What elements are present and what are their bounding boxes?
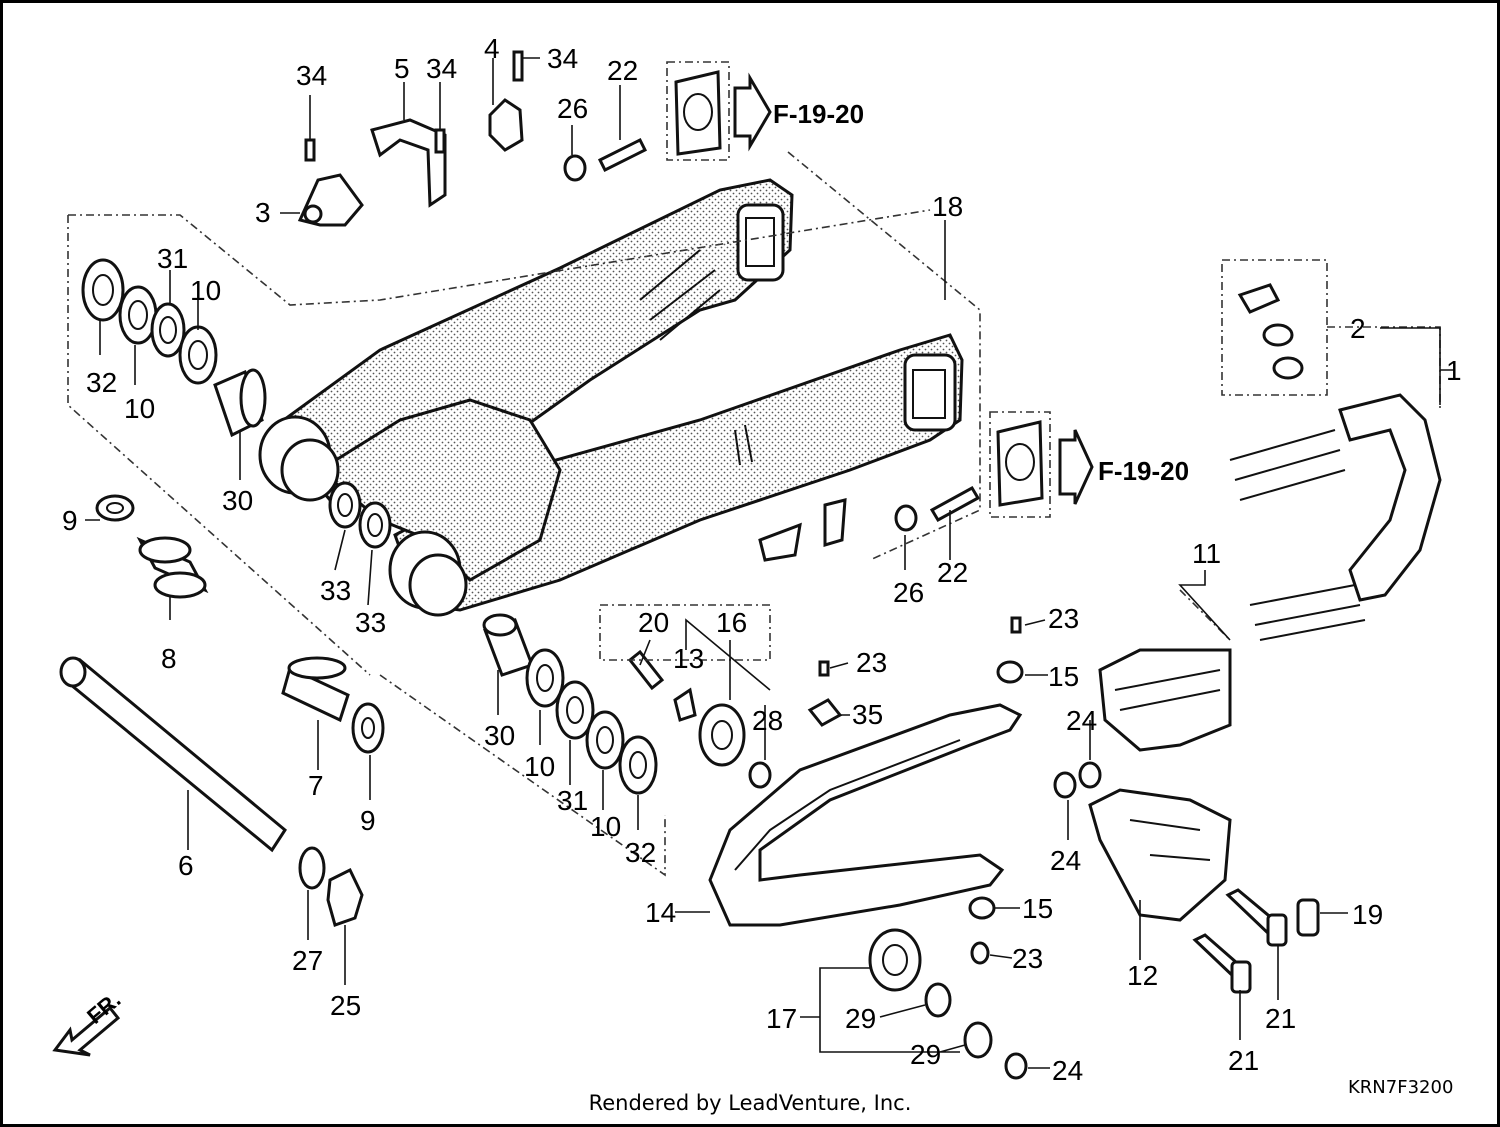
callout-9-right[interactable]: 9 <box>360 805 376 836</box>
chain-slider <box>627 616 1028 1080</box>
callout-32-left[interactable]: 32 <box>86 367 117 398</box>
callout-16[interactable]: 16 <box>716 607 747 638</box>
callout-30-left[interactable]: 30 <box>222 485 253 516</box>
drive-chain <box>1221 259 1442 641</box>
callout-4[interactable]: 4 <box>484 33 500 64</box>
callout-23-c[interactable]: 23 <box>1012 943 1043 974</box>
callout-26-upper[interactable]: 26 <box>557 93 588 124</box>
callout-19[interactable]: 19 <box>1352 899 1383 930</box>
callout-25[interactable]: 25 <box>330 990 361 1021</box>
callout-35[interactable]: 35 <box>852 699 883 730</box>
pivot-bolt-and-collars <box>59 494 385 927</box>
callout-24-a[interactable]: 24 <box>1066 705 1097 736</box>
callout-14[interactable]: 14 <box>645 897 676 928</box>
callout-20[interactable]: 20 <box>638 607 669 638</box>
leader-lines <box>85 57 1455 1069</box>
frame-reference-lower[interactable]: F-19-20 <box>1098 456 1189 486</box>
top-clamps-and-bolts <box>297 50 648 227</box>
callout-24-c[interactable]: 24 <box>1052 1055 1083 1086</box>
callout-10-a[interactable]: 10 <box>190 275 221 306</box>
callout-17[interactable]: 17 <box>766 1003 797 1034</box>
callout-31-left[interactable]: 31 <box>157 243 188 274</box>
callout-23-a[interactable]: 23 <box>1048 603 1079 634</box>
swingarm <box>258 178 964 617</box>
rendered-by-footer: Rendered by LeadVenture, Inc. <box>588 1091 912 1115</box>
callout-31-right[interactable]: 31 <box>557 785 588 816</box>
callout-21-a[interactable]: 21 <box>1265 1003 1296 1034</box>
callout-6[interactable]: 6 <box>178 850 194 881</box>
callout-28[interactable]: 28 <box>752 705 783 736</box>
callout-1[interactable]: 1 <box>1446 355 1462 386</box>
callout-12[interactable]: 12 <box>1127 960 1158 991</box>
callout-18[interactable]: 18 <box>932 191 963 222</box>
callout-7[interactable]: 7 <box>308 770 324 801</box>
chain-adjuster-refs <box>666 61 1094 532</box>
callout-23-b[interactable]: 23 <box>856 647 887 678</box>
callout-33-b[interactable]: 33 <box>355 607 386 638</box>
front-direction-arrow: FR. <box>52 987 125 1057</box>
callout-10-d[interactable]: 10 <box>590 811 621 842</box>
callout-numbers: 1 2 3 4 5 6 7 8 9 9 10 10 10 10 11 12 13… <box>62 33 1462 1086</box>
callout-22-upper[interactable]: 22 <box>607 55 638 86</box>
diagram-code: KRN7F3200 <box>1348 1077 1453 1098</box>
callout-3[interactable]: 3 <box>255 197 271 228</box>
callout-2[interactable]: 2 <box>1350 313 1366 344</box>
callout-34-b[interactable]: 34 <box>426 53 457 84</box>
frame-reference-upper[interactable]: F-19-20 <box>773 99 864 129</box>
front-direction-label: FR. <box>82 987 125 1029</box>
callout-13[interactable]: 13 <box>673 643 704 674</box>
chain-guide <box>1053 648 1320 994</box>
callout-5[interactable]: 5 <box>394 53 410 84</box>
callout-24-b[interactable]: 24 <box>1050 845 1081 876</box>
callout-10-b[interactable]: 10 <box>124 393 155 424</box>
callout-8[interactable]: 8 <box>161 643 177 674</box>
callout-34-a[interactable]: 34 <box>296 60 327 91</box>
pivot-bearings-right <box>482 613 658 795</box>
callout-32-right[interactable]: 32 <box>625 837 656 868</box>
callout-34-c[interactable]: 34 <box>547 43 578 74</box>
pivot-bearings-left <box>81 258 392 549</box>
callout-22-lower[interactable]: 22 <box>937 557 968 588</box>
callout-9-left[interactable]: 9 <box>62 505 78 536</box>
callout-10-c[interactable]: 10 <box>524 751 555 782</box>
callout-29-b[interactable]: 29 <box>910 1039 941 1070</box>
callout-15-lower[interactable]: 15 <box>1022 893 1053 924</box>
callout-11[interactable]: 11 <box>1192 538 1221 569</box>
callout-30-right[interactable]: 30 <box>484 720 515 751</box>
callout-15-upper[interactable]: 15 <box>1048 661 1079 692</box>
callout-21-b[interactable]: 21 <box>1228 1045 1259 1076</box>
callout-29-a[interactable]: 29 <box>845 1003 876 1034</box>
callout-26-lower[interactable]: 26 <box>893 577 924 608</box>
callout-27[interactable]: 27 <box>292 945 323 976</box>
callout-33-a[interactable]: 33 <box>320 575 351 606</box>
